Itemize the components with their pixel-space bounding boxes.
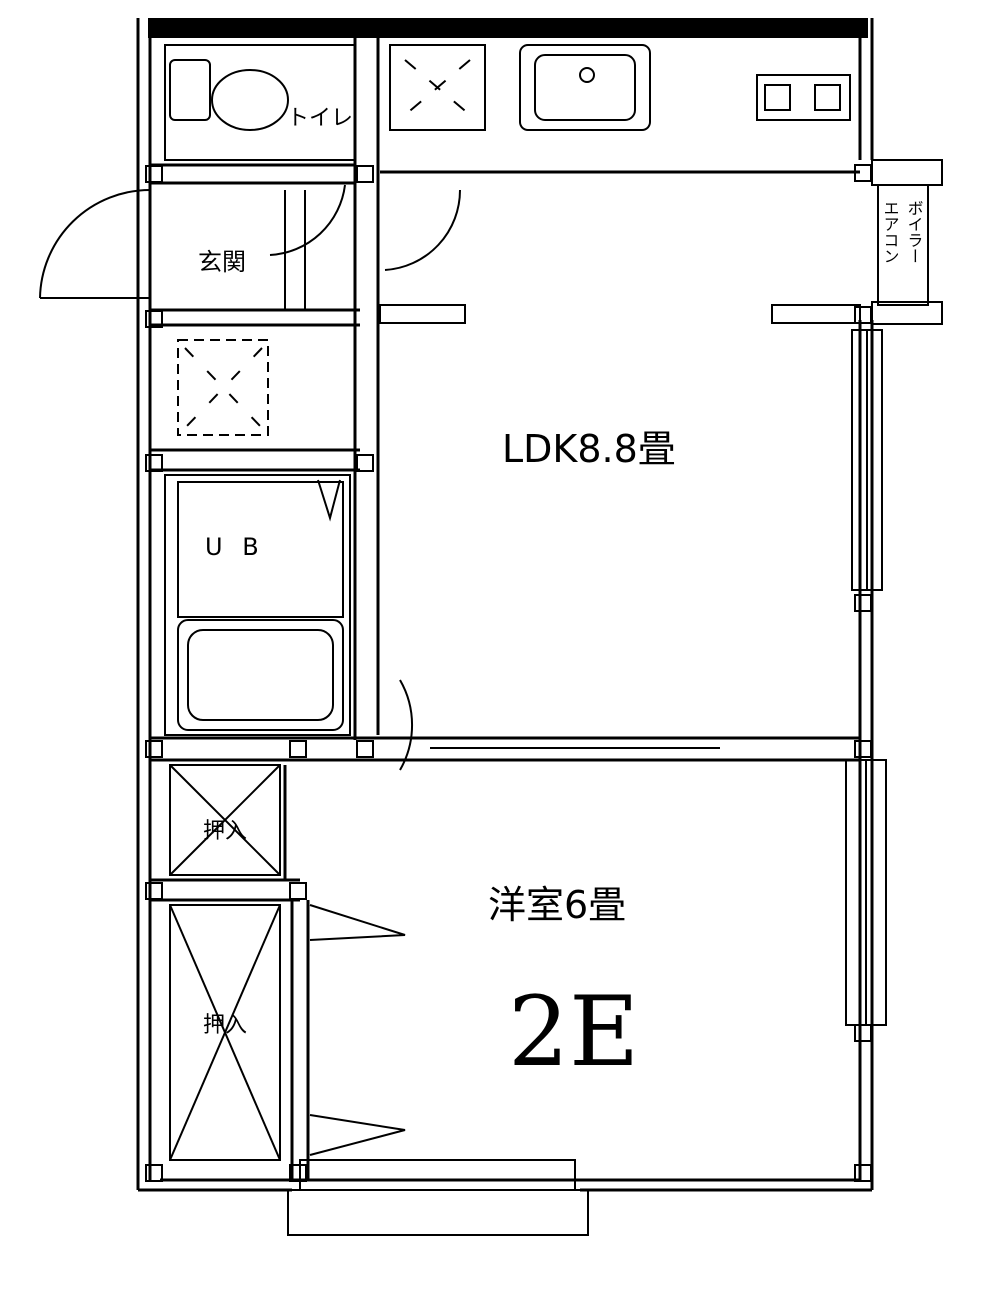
- closet-1-label: 押入: [203, 819, 247, 844]
- toilet-label: トイレ: [287, 106, 353, 131]
- toilet-fixture: [164, 44, 356, 161]
- column-markers: [145, 164, 872, 1182]
- closet-2-label: 押入: [203, 1013, 247, 1038]
- entrance-door: [39, 184, 462, 310]
- closets: [169, 679, 414, 1161]
- washing-machine-space: [177, 339, 269, 436]
- entrance-label: 玄関: [198, 248, 246, 276]
- ldk-label: LDK8.8畳: [502, 427, 676, 471]
- unit-bath-fixture: [164, 474, 351, 736]
- unit-bath-label: U B: [205, 533, 265, 561]
- windows: [287, 329, 887, 1236]
- interior-walls: [150, 38, 861, 1180]
- kitchen: [389, 44, 851, 131]
- outer-walls: [136, 18, 874, 1192]
- outdoor-equipment-box: エアコン ボイラー: [871, 159, 943, 325]
- boiler-label: ボイラー: [905, 200, 924, 264]
- western-room-label: 洋室6畳: [488, 883, 626, 927]
- unit-number-label: 2E: [508, 976, 639, 1088]
- aircon-label: エアコン: [881, 200, 900, 264]
